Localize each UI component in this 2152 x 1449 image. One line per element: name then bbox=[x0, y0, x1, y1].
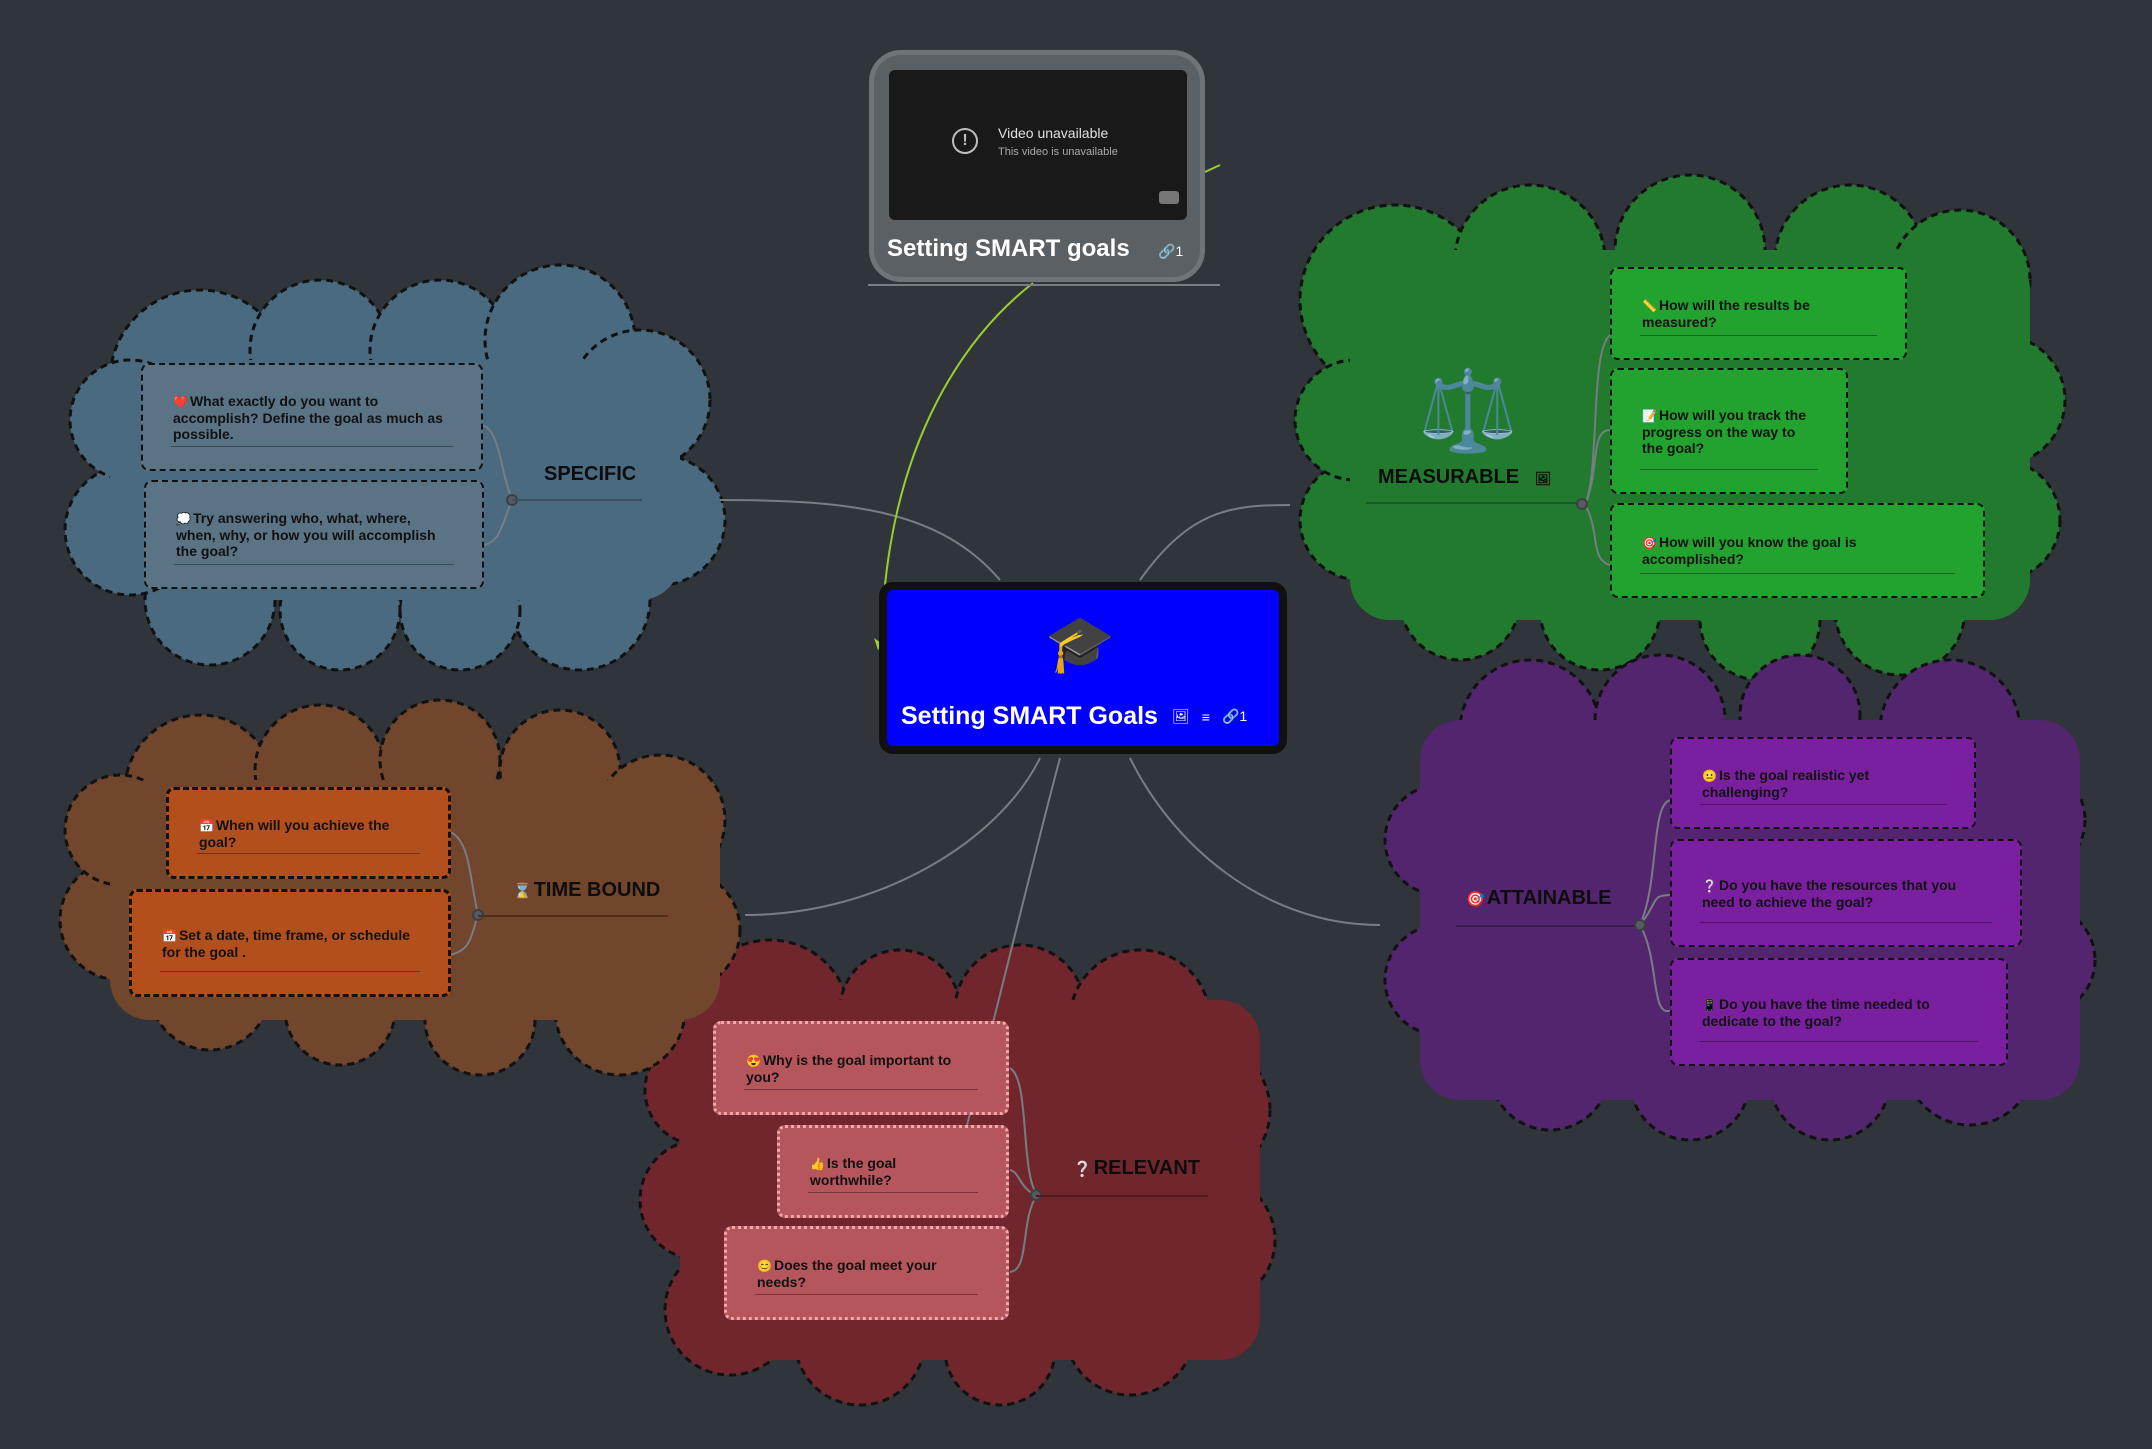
video-player[interactable]: ! Video unavailable This video is unavai… bbox=[889, 70, 1187, 220]
specific-item-2[interactable]: 💭Try answering who, what, where, when, w… bbox=[144, 480, 484, 589]
image-icon[interactable]: 🖼 bbox=[1172, 708, 1190, 724]
video-link-line bbox=[884, 282, 1034, 586]
attainable-item-1[interactable]: 😐Is the goal realistic yet challenging? bbox=[1670, 737, 1976, 829]
central-topic-title: Setting SMART Goals bbox=[901, 702, 1158, 730]
measurable-connector-dot bbox=[1576, 498, 1588, 510]
heart-icon: ❤️ bbox=[173, 394, 188, 409]
link-count[interactable]: 🔗1 bbox=[1221, 708, 1248, 724]
relevant-item-1[interactable]: 😍Why is the goal important to you? bbox=[713, 1021, 1009, 1115]
video-status-title: Video unavailable bbox=[998, 125, 1109, 141]
calendar-icon: 📅 bbox=[162, 928, 177, 943]
attainable-branch-label[interactable]: 🎯ATTAINABLE bbox=[1466, 887, 1612, 909]
measurable-item-2[interactable]: 📝How will you track the progress on the … bbox=[1610, 368, 1848, 494]
alert-icon: ! bbox=[952, 128, 978, 154]
relevant-item-3[interactable]: 😊Does the goal meet your needs? bbox=[724, 1226, 1009, 1320]
time-bound-branch-label[interactable]: ⌛TIME BOUND bbox=[513, 879, 661, 901]
central-topic-node[interactable]: 🎓 Setting SMART Goals 🖼 ≡ 🔗1 bbox=[879, 582, 1287, 754]
thumbs-up-icon: 👍 bbox=[810, 1157, 825, 1171]
video-link-count[interactable]: 🔗1 bbox=[1158, 243, 1184, 259]
image-icon[interactable]: 🖼 bbox=[1534, 471, 1552, 486]
specific-branch-label[interactable]: SPECIFIC bbox=[544, 463, 637, 485]
heart-eyes-icon: 😍 bbox=[746, 1053, 761, 1068]
video-node[interactable]: ! Video unavailable This video is unavai… bbox=[869, 50, 1205, 282]
graduation-cap-icon: 🎓 bbox=[1045, 612, 1115, 675]
relevant-branch-label[interactable]: ❔RELEVANT bbox=[1073, 1157, 1200, 1179]
thinking-face-icon: 😐 bbox=[1702, 768, 1717, 783]
hourglass-icon: ⌛ bbox=[513, 883, 532, 900]
memo-icon: 📝 bbox=[1642, 408, 1657, 423]
phone-icon: 📱 bbox=[1702, 997, 1717, 1012]
measurable-branch-label[interactable]: MEASURABLE 🖼 bbox=[1378, 466, 1552, 488]
measurable-item-3[interactable]: 🎯How will you know the goal is accomplis… bbox=[1610, 503, 1985, 598]
relevant-item-2[interactable]: 👍Is the goal worthwhile? bbox=[777, 1125, 1009, 1218]
target-icon: 🎯 bbox=[1642, 536, 1657, 550]
question-icon: ❔ bbox=[1073, 1161, 1092, 1178]
time-bound-item-2[interactable]: 📅Set a date, time frame, or schedule for… bbox=[129, 889, 451, 997]
calendar-icon: 📅 bbox=[199, 818, 214, 833]
link-icon: 🔗 bbox=[1158, 243, 1176, 259]
video-status-subtitle: This video is unavailable bbox=[998, 146, 1118, 158]
ruler-icon: 📏 bbox=[1642, 299, 1657, 313]
specific-item-1[interactable]: ❤️What exactly do you want to accomplish… bbox=[141, 363, 483, 471]
speech-bubble-icon: 💭 bbox=[176, 512, 191, 526]
question-icon: ❔ bbox=[1702, 878, 1717, 893]
video-node-title: Setting SMART goals bbox=[887, 235, 1130, 262]
youtube-icon[interactable] bbox=[1159, 191, 1179, 204]
notes-icon[interactable]: ≡ bbox=[1201, 708, 1210, 725]
attainable-item-3[interactable]: 📱Do you have the time needed to dedicate… bbox=[1670, 958, 2008, 1066]
attainable-connector-dot bbox=[1634, 919, 1646, 931]
target-icon: 🎯 bbox=[1466, 891, 1485, 908]
smile-icon: 😊 bbox=[757, 1258, 772, 1273]
time-bound-item-1[interactable]: 📅When will you achieve the goal? bbox=[166, 787, 451, 879]
measurable-item-1[interactable]: 📏How will the results be measured? bbox=[1610, 267, 1907, 360]
balance-scale-icon: ⚖️ bbox=[1418, 366, 1518, 455]
attainable-item-2[interactable]: ❔Do you have the resources that you need… bbox=[1670, 839, 2022, 947]
link-icon: 🔗 bbox=[1221, 708, 1240, 724]
